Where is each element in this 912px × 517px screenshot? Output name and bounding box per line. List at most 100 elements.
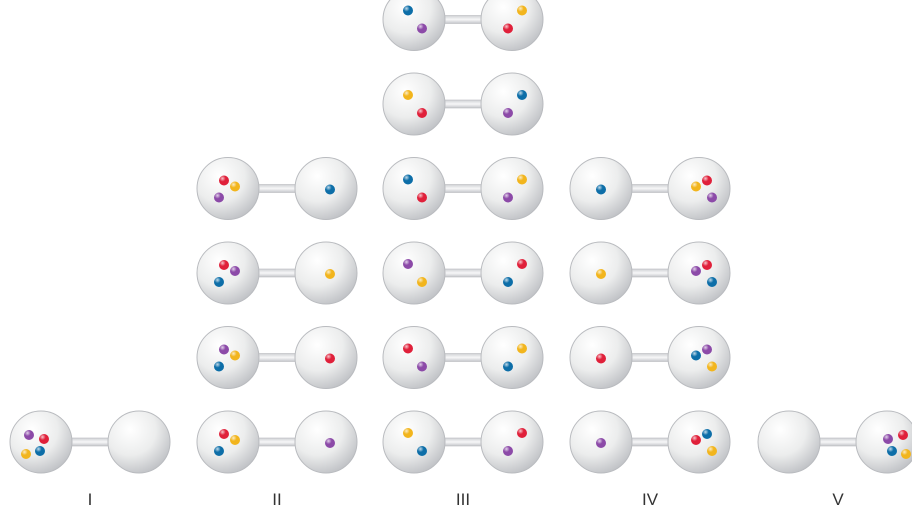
flask-pair — [382, 326, 544, 389]
molecule-highlight — [325, 353, 335, 364]
flask-pair — [382, 410, 544, 474]
flask-pair — [382, 157, 544, 220]
molecule-highlight — [417, 446, 427, 456]
column-label: IV — [641, 490, 659, 509]
molecule-highlight — [707, 277, 717, 287]
molecule-highlight — [503, 192, 513, 203]
flask-pair — [382, 72, 544, 136]
left-bulb — [382, 0, 446, 51]
molecule-highlight — [901, 449, 911, 459]
molecule-highlight — [503, 108, 513, 118]
molecule-highlight — [596, 269, 606, 279]
molecule-highlight — [214, 277, 224, 287]
right-bulb — [480, 241, 544, 305]
molecule-highlight — [214, 192, 224, 203]
flask-pair — [196, 326, 358, 389]
molecule-highlight — [503, 23, 513, 34]
left-bulb — [382, 326, 446, 389]
molecule-highlight — [702, 429, 712, 439]
flask-pair — [569, 410, 731, 474]
left-bulb — [382, 410, 446, 474]
left-bulb — [196, 410, 260, 474]
flask-pair — [9, 410, 171, 474]
molecule-highlight — [35, 446, 45, 456]
molecule-highlight — [898, 430, 908, 440]
left-bulb — [382, 72, 446, 136]
flask-pair — [196, 241, 358, 305]
molecule-highlight — [596, 184, 606, 195]
molecule-highlight — [403, 5, 413, 16]
flask-pair — [382, 241, 544, 305]
molecule-highlight — [517, 343, 527, 354]
molecule-highlight — [707, 361, 717, 372]
right-bulb — [480, 326, 544, 389]
molecule-highlight — [702, 175, 712, 186]
left-bulb — [196, 241, 260, 305]
molecule-highlight — [707, 446, 717, 456]
molecule-highlight — [417, 277, 427, 287]
molecule-highlight — [325, 438, 335, 448]
flask-pair — [757, 410, 912, 474]
molecule-highlight — [596, 353, 606, 364]
left-bulb — [382, 241, 446, 305]
molecule-highlight — [517, 428, 527, 438]
molecule-highlight — [230, 350, 240, 361]
flask-pair — [569, 157, 731, 220]
molecule-highlight — [517, 259, 527, 269]
molecule-highlight — [691, 266, 701, 276]
molecule-highlight — [417, 192, 427, 203]
molecule-highlight — [403, 343, 413, 354]
molecule-highlight — [230, 181, 240, 192]
molecule-highlight — [219, 344, 229, 355]
molecule-highlight — [417, 108, 427, 118]
molecule-highlight — [517, 5, 527, 16]
molecule-highlight — [503, 361, 513, 372]
molecule-highlight — [403, 90, 413, 100]
right-bulb — [480, 157, 544, 220]
molecule-highlight — [417, 23, 427, 34]
molecule-highlight — [219, 260, 229, 270]
column-label: II — [272, 490, 282, 509]
molecule-highlight — [417, 361, 427, 372]
molecule-highlight — [214, 446, 224, 456]
molecule-highlight — [691, 435, 701, 445]
right-bulb — [107, 410, 171, 474]
molecule-highlight — [702, 344, 712, 355]
molecule-highlight — [21, 449, 31, 459]
molecule-highlight — [39, 434, 49, 444]
molecule-highlight — [883, 434, 893, 444]
column-label: I — [87, 490, 93, 509]
molecule-highlight — [596, 438, 606, 448]
molecule-highlight — [707, 192, 717, 203]
molecule-highlight — [702, 260, 712, 270]
molecule-highlight — [691, 181, 701, 192]
right-bulb — [480, 0, 544, 51]
molecule-highlight — [517, 174, 527, 185]
molecule-highlight — [503, 277, 513, 287]
right-bulb — [480, 72, 544, 136]
molecule-highlight — [325, 269, 335, 279]
molecule-highlight — [325, 184, 335, 195]
left-bulb — [196, 157, 260, 220]
molecule-highlight — [230, 435, 240, 445]
molecule-highlight — [403, 174, 413, 185]
left-bulb — [757, 410, 821, 474]
molecule-highlight — [691, 350, 701, 361]
molecule-highlight — [503, 446, 513, 456]
molecule-highlight — [24, 430, 34, 440]
flask-pair — [382, 0, 544, 51]
molecule-highlight — [887, 446, 897, 456]
right-bulb — [480, 410, 544, 474]
molecule-highlight — [214, 361, 224, 372]
molecule-highlight — [230, 266, 240, 276]
molecule-highlight — [403, 428, 413, 438]
flask-pair — [569, 326, 731, 389]
column-label: V — [832, 490, 844, 509]
molecule-highlight — [403, 259, 413, 269]
molecule-highlight — [219, 429, 229, 439]
left-bulb — [382, 157, 446, 220]
molecule-highlight — [517, 90, 527, 100]
left-bulb — [196, 326, 260, 389]
column-label: III — [455, 490, 471, 509]
